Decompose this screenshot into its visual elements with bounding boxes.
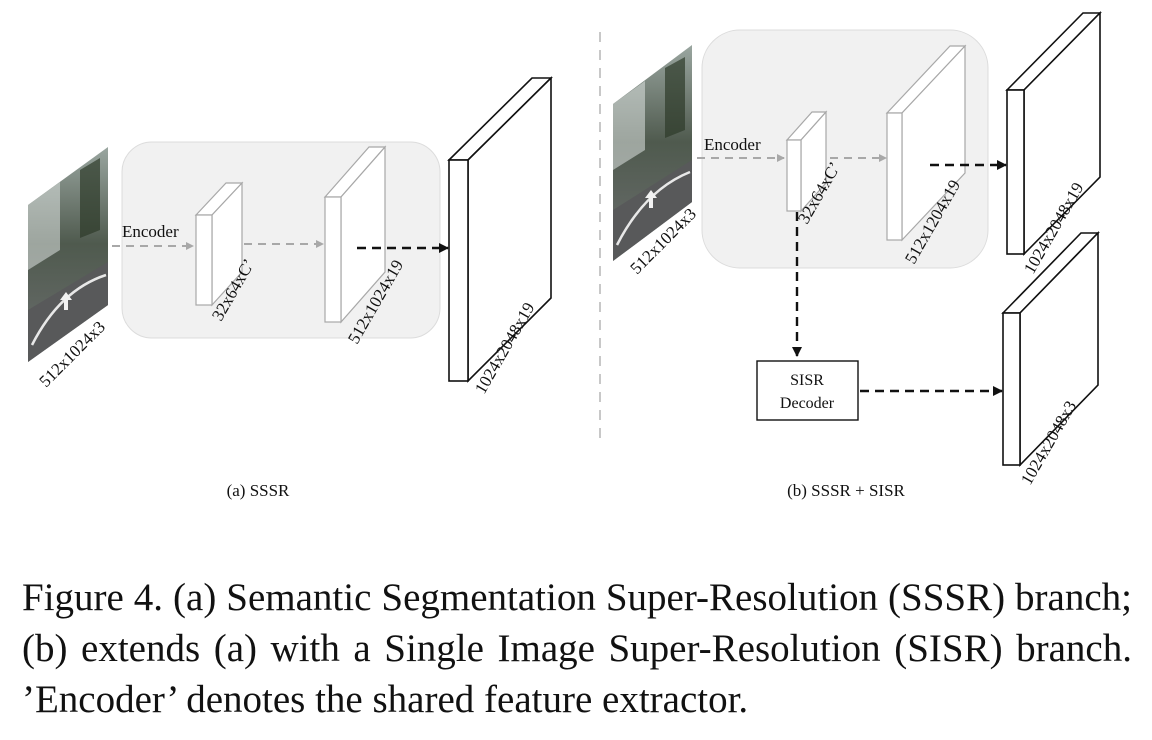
- architecture-diagram: 512x1024x3 Encoder 32x64xC’ 512x1024x19: [28, 11, 1102, 500]
- subcaption-b: (b) SSSR + SISR: [787, 481, 905, 500]
- feature-map-a: [194, 181, 244, 307]
- logit-map-b: [885, 44, 967, 242]
- input-image-b: [613, 45, 692, 261]
- sisr-decoder-box: [756, 360, 859, 421]
- subcaption-a: (a) SSSR: [227, 481, 290, 500]
- figure-caption: Figure 4. (a) Semantic Segmentation Supe…: [22, 576, 1132, 721]
- feature-map-b: [785, 110, 828, 213]
- panel-a: 512x1024x3 Encoder 32x64xC’ 512x1024x19: [28, 76, 553, 500]
- encoder-label-a: Encoder: [122, 222, 179, 241]
- decoder-label-line1: SISR: [790, 372, 824, 389]
- input-image-a: [28, 147, 108, 362]
- seg-output-a: [447, 76, 553, 383]
- seg-output-b: [1005, 11, 1102, 256]
- logit-map-a: [323, 145, 387, 324]
- panel-b: 512x1024x3 Encoder 32x64xC’ 512x1204x19: [613, 11, 1102, 500]
- decoder-label-line2: Decoder: [780, 395, 835, 412]
- sr-output-b: [1001, 231, 1100, 467]
- encoder-label-b: Encoder: [704, 135, 761, 154]
